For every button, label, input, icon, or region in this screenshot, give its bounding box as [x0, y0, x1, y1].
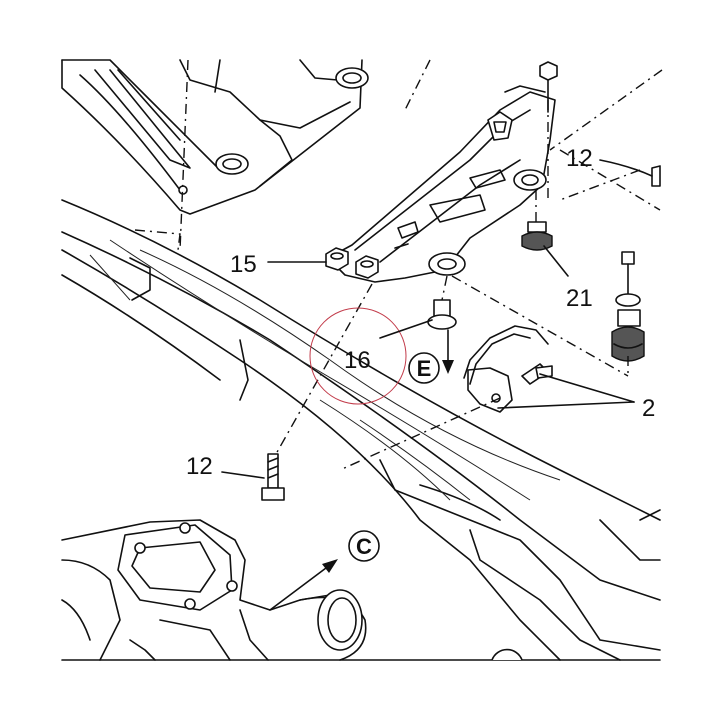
svg-text:E: E [417, 356, 432, 381]
bolt-12-lower [261, 453, 285, 501]
callout-15: 15 [230, 251, 257, 278]
svg-text:C: C [356, 534, 372, 559]
bushing-21 [521, 221, 553, 251]
callout-21: 21 [566, 285, 593, 312]
view-ref-c: C [348, 530, 380, 562]
direction-arrow-e [442, 329, 454, 374]
callout-12-top: 12 [566, 145, 593, 172]
mount-stack [611, 251, 645, 362]
alignment-lines [134, 59, 663, 471]
bolt-12-upper [651, 165, 661, 187]
leader-lines [221, 159, 653, 479]
clip-bracket-2 [463, 325, 553, 413]
callout-12-bottom: 12 [186, 453, 213, 480]
callout-2: 2 [642, 395, 655, 422]
frame-rail-long [61, 199, 661, 661]
grommet-16 [427, 299, 457, 330]
mounting-bracket [327, 85, 556, 283]
direction-arrow-c [269, 559, 338, 611]
view-ref-e: E [408, 352, 440, 384]
hex-nut-15 [325, 247, 379, 279]
highlight-circle [309, 307, 407, 405]
frame-rail-upper [61, 59, 369, 215]
callout-16: 16 [344, 347, 371, 374]
engine-assembly [61, 519, 367, 661]
view-ref-partial [491, 648, 523, 661]
